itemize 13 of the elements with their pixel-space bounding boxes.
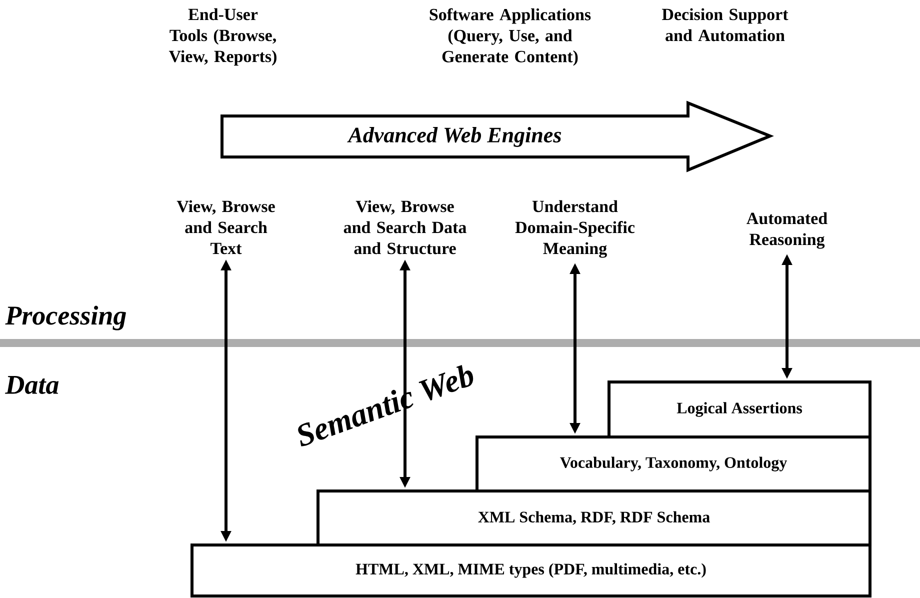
heading: Decision Support and Automation: [662, 8, 788, 42]
heading: Software Applications (Query, Use, and Generate Content): [430, 8, 591, 66]
layer-box: Logical Assertions: [608, 380, 872, 438]
function-label: View, Browse and Search Data and Structure: [344, 200, 466, 254]
heading: End-User Tools (Browse, View, Reports): [168, 8, 276, 66]
layer-box: Vocabulary, Taxonomy, Ontology: [476, 436, 872, 492]
function-label: Understand Domain-Specific Meaning: [515, 200, 635, 258]
function-label: View, Browse and Search Text: [176, 200, 275, 254]
layer-box: XML Schema, RDF, RDF Schema: [316, 490, 872, 546]
layer-label: Processing: [5, 306, 126, 330]
function-label: Automated Reasoning: [746, 212, 828, 249]
layer-box: HTML, XML, MIME types (PDF, multimedia, etc.): [190, 544, 872, 598]
layer-label: Data: [5, 376, 59, 394]
